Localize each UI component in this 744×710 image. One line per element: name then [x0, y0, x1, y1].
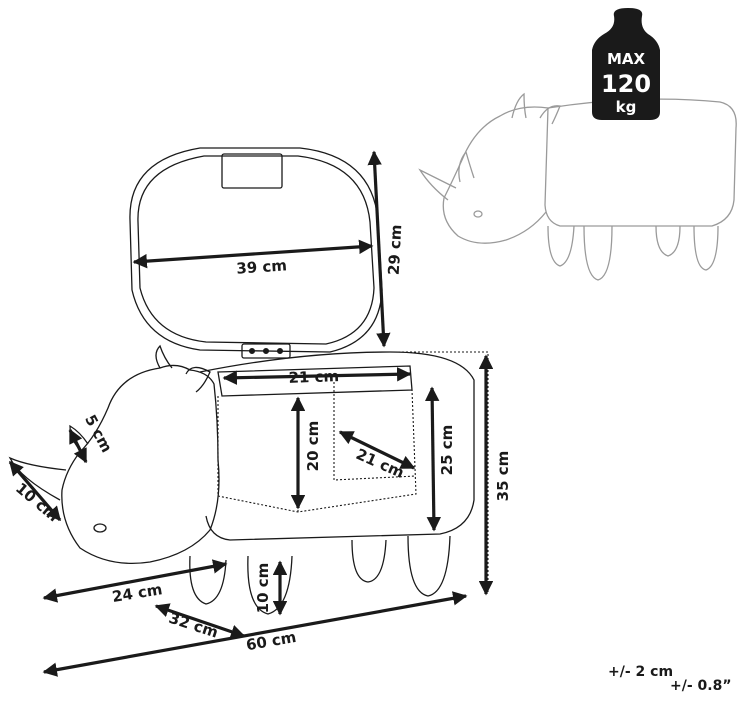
label-total-length: 60 cm: [245, 628, 298, 655]
weight-icon: [592, 8, 660, 120]
label-leg-height: 10 cm: [254, 563, 272, 614]
rhino-stool-illustration: [8, 147, 475, 615]
dim-line-total-length: [42, 591, 468, 677]
dim-line-lid-width: [132, 239, 374, 269]
max-weight-badge: MAX 120 kg: [592, 8, 660, 120]
label-storage-width: 21 cm: [288, 367, 339, 387]
dim-line-horn: [8, 460, 62, 522]
label-leg-spacing: 32 cm: [167, 609, 221, 642]
tolerance-imperial: +/- 0.8”: [670, 678, 732, 694]
tolerance-metric: +/- 2 cm: [608, 664, 673, 680]
dim-line-lid-height: [367, 150, 391, 348]
label-seat-height: 25 cm: [438, 425, 456, 476]
label-lid-width: 39 cm: [236, 256, 288, 277]
dim-line-storage-depth: [338, 430, 416, 470]
ghost-rhino-illustration: [418, 92, 737, 281]
badge-value: 120: [601, 70, 651, 98]
label-lid-height: 29 cm: [385, 224, 406, 275]
dimension-lines: [8, 150, 494, 677]
label-small-horn: 5 cm: [81, 412, 116, 456]
label-total-height: 35 cm: [494, 451, 512, 502]
badge-max: MAX: [607, 50, 646, 68]
badge-unit: kg: [616, 98, 637, 116]
dim-line-seat-height: [424, 386, 442, 532]
dim-line-storage-width: [222, 367, 412, 385]
label-storage-height: 20 cm: [304, 421, 322, 472]
tolerance-note: +/- 2 cm +/- 0.8”: [608, 664, 732, 694]
dim-line-small-horn: [68, 428, 88, 464]
